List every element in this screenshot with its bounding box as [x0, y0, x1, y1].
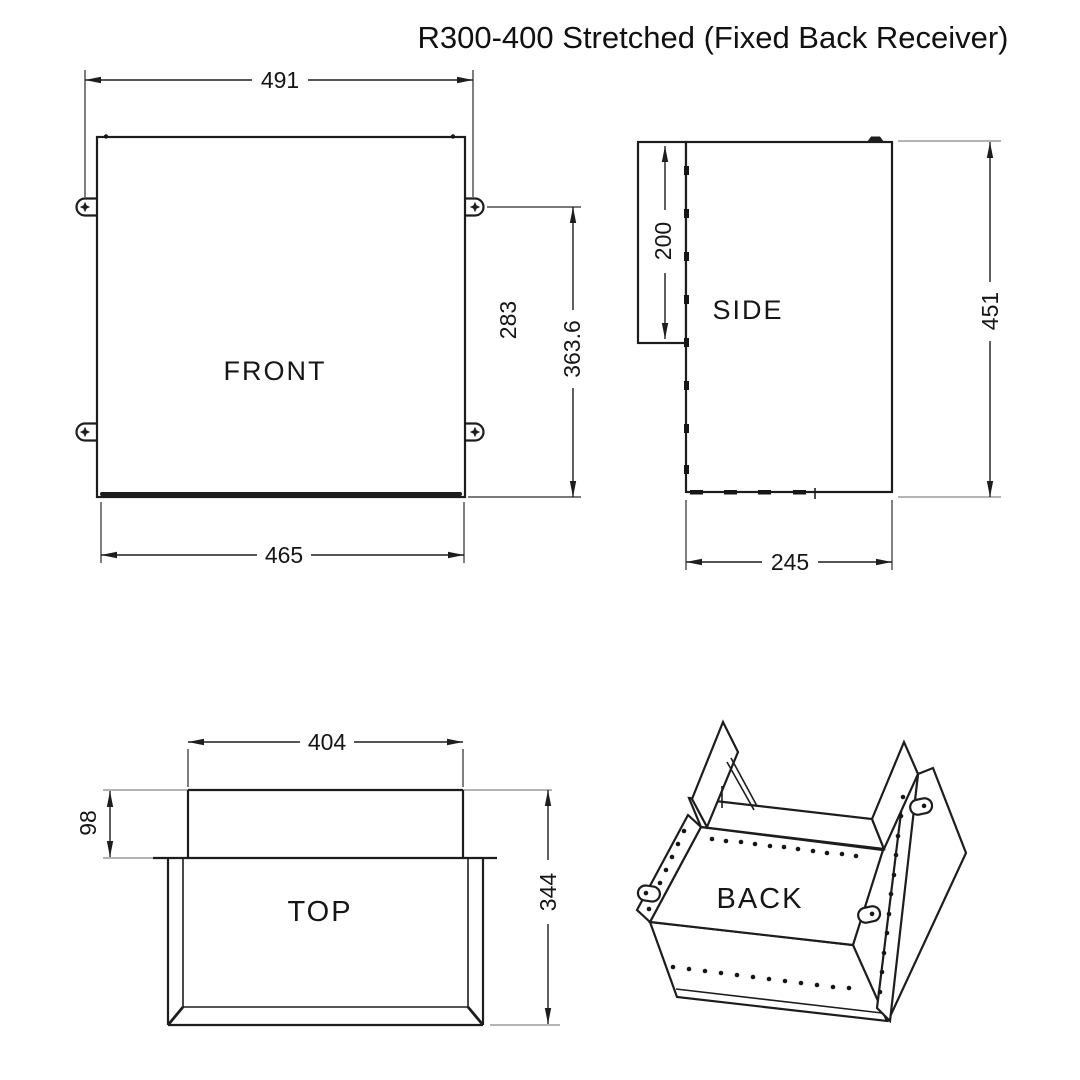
front-dim-tab-height-value: 283	[495, 301, 521, 339]
front-dim-bottom-width-value: 465	[265, 542, 303, 568]
front-dim-tab-height: 283	[495, 301, 521, 339]
side-enclosure-body	[684, 140, 894, 494]
side-flange	[636, 140, 688, 345]
back-view-label: BACK	[717, 883, 804, 915]
front-view: FRONT 491 465 283	[75, 67, 585, 568]
side-dim-flange-height-value: 200	[650, 222, 676, 260]
top-dim-overall-depth-value: 344	[535, 873, 561, 912]
front-view-label: FRONT	[224, 356, 327, 386]
top-dim-neck-width-value: 404	[308, 729, 347, 755]
side-dim-overall-height-value: 451	[977, 292, 1003, 330]
front-enclosure-body	[95, 135, 467, 499]
top-dim-neck-depth-value: 98	[75, 810, 101, 836]
front-dim-overall-height: 363.6	[468, 206, 585, 498]
side-dim-flange-height: 200	[650, 146, 676, 339]
back-right-fin	[870, 739, 920, 852]
back-view: BACK	[635, 719, 968, 1024]
front-corner-welds	[103, 134, 456, 139]
front-dim-bottom-width: 465	[100, 502, 465, 568]
back-left-fin-detail	[721, 757, 758, 811]
back-rivet-dots	[646, 794, 906, 995]
top-dim-neck-depth: 98	[75, 791, 114, 857]
side-dim-overall-height: 451	[898, 140, 1003, 498]
drawing-title: R300-400 Stretched (Fixed Back Receiver)	[418, 20, 1009, 55]
side-dim-depth: 245	[685, 500, 893, 575]
side-view-label: SIDE	[712, 295, 783, 325]
top-dim-overall-depth: 344	[490, 790, 561, 1026]
top-view: TOP 404 98 344	[75, 729, 561, 1027]
top-view-label: TOP	[287, 896, 352, 928]
front-screw-marks	[79, 201, 481, 438]
side-rivet-marks	[684, 166, 816, 499]
top-body	[166, 858, 485, 1027]
side-dim-depth-value: 245	[771, 549, 809, 575]
side-view: SIDE 200 451 245	[636, 136, 1003, 575]
front-dim-overall-height-value: 363.6	[559, 320, 585, 378]
front-dim-top-width: 491	[84, 67, 474, 197]
top-collar	[153, 788, 497, 860]
top-dim-neck-width: 404	[187, 729, 464, 787]
side-top-tab	[867, 136, 884, 142]
back-left-fin	[690, 719, 740, 830]
front-dim-top-width-value: 491	[261, 67, 299, 93]
back-mounting-ears	[636, 797, 934, 924]
